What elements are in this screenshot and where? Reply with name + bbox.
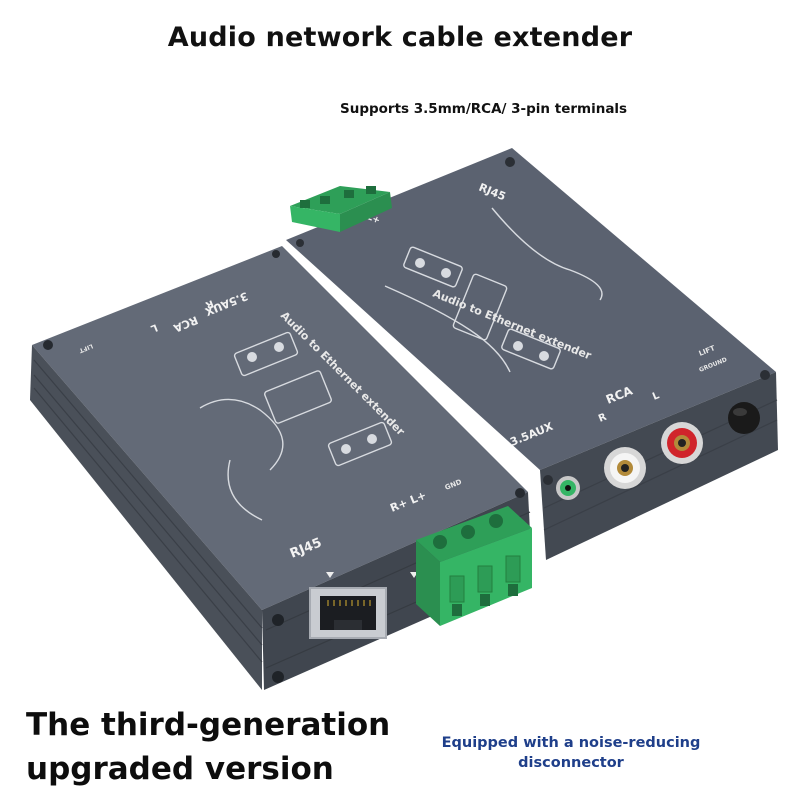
feature-note-line-1: Equipped with a noise-reducing: [441, 735, 701, 751]
rca-jack-left: [661, 422, 703, 464]
front-unit-top-face: [32, 246, 528, 610]
screw-icon: [296, 239, 304, 247]
front-unit-left-face: [30, 345, 262, 690]
front-r-label: R: [203, 297, 215, 310]
back-l-label: L: [651, 390, 662, 403]
aux-jack: [556, 476, 580, 500]
front-unit-print: [199, 331, 393, 521]
screw-icon: [272, 614, 284, 626]
screw-icon: [43, 340, 53, 350]
rca-jack-right: [604, 447, 646, 489]
front-extender-unit: Audio to Ethernet extender RJ45 3.5AUX R…: [30, 246, 532, 690]
back-terminal-block: [290, 186, 392, 232]
back-unit-print: [384, 207, 603, 373]
headline-line-2: upgraded version: [26, 751, 334, 787]
screw-icon: [272, 671, 284, 683]
screw-icon: [505, 157, 515, 167]
back-r-label: R: [597, 412, 609, 425]
headline: The third-generation upgraded version: [26, 703, 390, 791]
front-terminal-block: [416, 506, 532, 626]
headline-line-1: The third-generation: [26, 707, 391, 743]
ground-lift-switch: [728, 402, 760, 434]
page-title: Audio network cable extender: [167, 22, 633, 53]
screw-icon: [760, 370, 770, 380]
screw-icon: [543, 475, 553, 485]
screw-icon: [272, 250, 280, 258]
screw-icon: [515, 488, 525, 498]
feature-note: Equipped with a noise-reducing disconnec…: [426, 733, 716, 773]
front-l-label: L: [148, 321, 159, 334]
feature-note-line-2: disconnector: [518, 755, 624, 771]
subtitle: Supports 3.5mm/RCA/ 3-pin terminals: [340, 101, 628, 117]
back-unit-top-face: [286, 148, 776, 470]
rj45-port: [309, 587, 387, 639]
back-unit-front-face: [540, 372, 778, 560]
back-extender-unit: Audio to Ethernet extender RJ45 3.5AUX R…: [286, 148, 778, 560]
